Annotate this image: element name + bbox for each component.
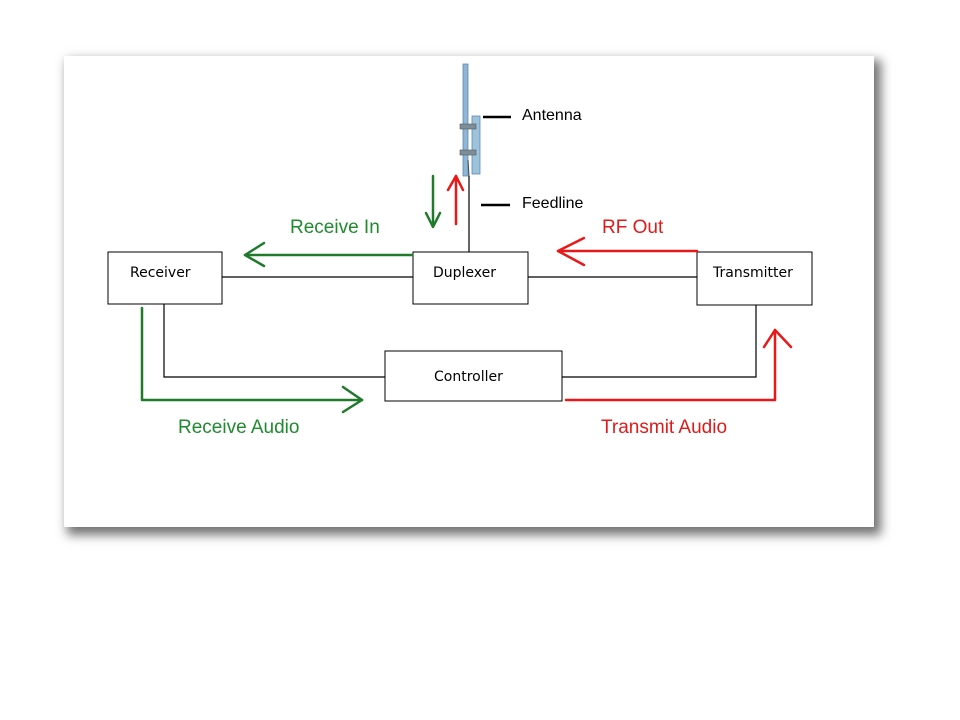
receive-audio-label: Receive Audio [178, 417, 299, 438]
antenna-icon [459, 63, 481, 177]
wire-controller-transmitter [562, 305, 757, 378]
duplexer-label: Duplexer [433, 265, 496, 281]
transmit-audio-arrow [564, 328, 793, 402]
rf-out-label: RF Out [602, 217, 664, 238]
antenna-label: Antenna [522, 107, 582, 124]
receiver-block [107, 251, 223, 305]
feedline-down-arrow [424, 174, 442, 229]
rf-out-arrow [556, 236, 699, 267]
transmit-audio-label: Transmit Audio [601, 417, 727, 438]
receive-audio-arrow [140, 306, 364, 414]
duplexer-block [412, 251, 529, 305]
transmitter-label: Transmitter [712, 265, 793, 281]
receive-in-label: Receive In [290, 217, 380, 238]
feedline-label: Feedline [522, 195, 583, 212]
receiver-label: Receiver [130, 265, 191, 281]
transmitter-block [696, 251, 813, 306]
feedline-up-arrow [446, 174, 465, 226]
wire-receiver-controller [163, 304, 385, 378]
controller-label: Controller [434, 369, 503, 385]
receive-in-arrow [243, 241, 414, 268]
controller-block [384, 350, 563, 402]
